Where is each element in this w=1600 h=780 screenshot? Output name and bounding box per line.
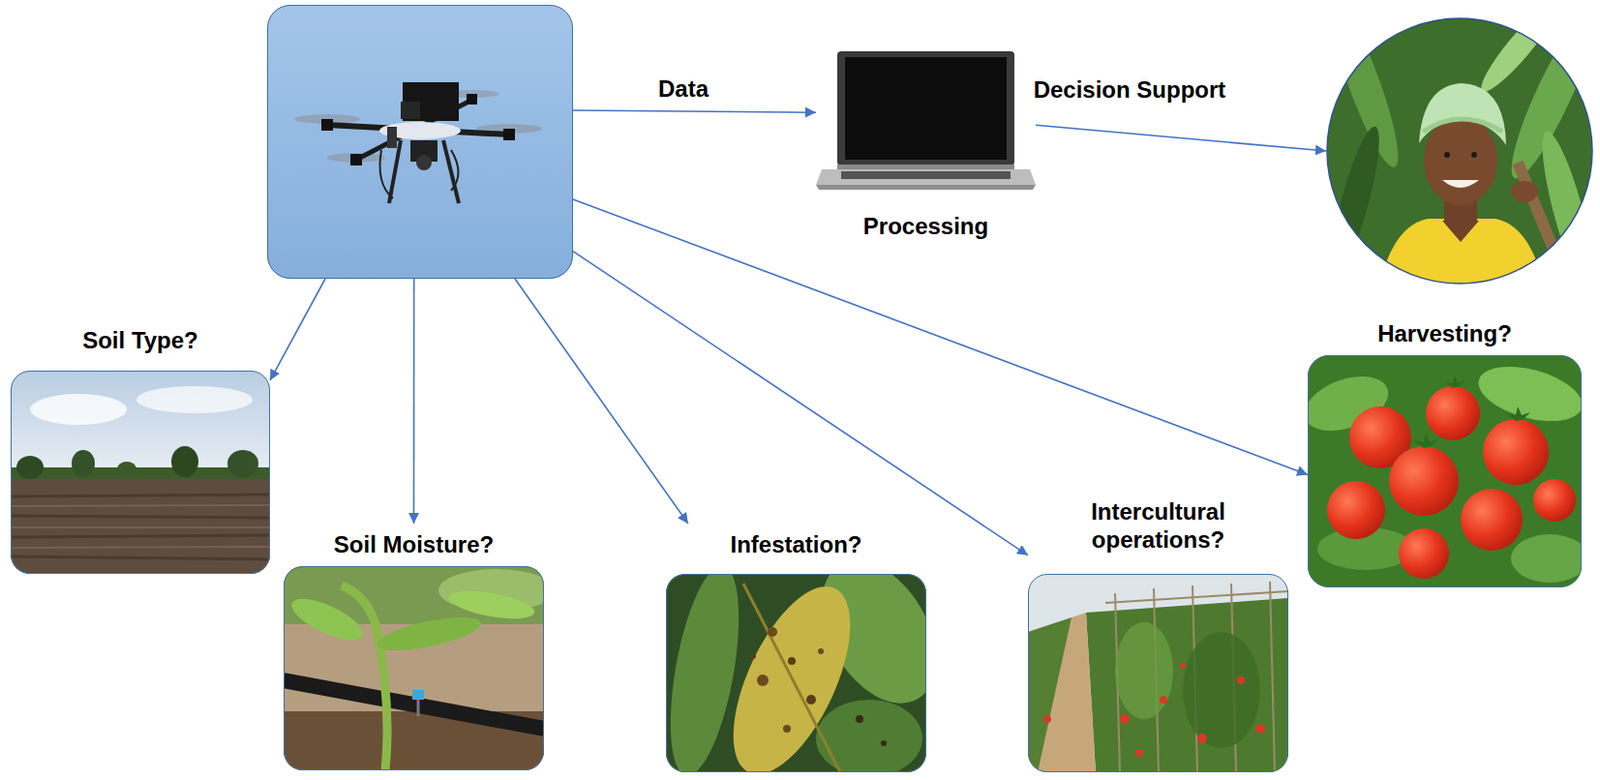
arrow-connector [573,251,1028,556]
box-heading: Harvesting? [1377,320,1512,349]
box-heading: Soil Moisture? [333,531,494,560]
picture-frame [267,4,574,279]
box-heading: Soil Type? [82,327,199,356]
picture-frame [815,51,1036,192]
picture-frame [1326,17,1594,285]
harvesting-box: Harvesting? [1307,312,1582,588]
drone-photo [267,4,574,279]
arrow-connector [573,110,816,113]
edge-label: Decision Support [1030,76,1230,105]
box-heading: Infestation? [730,531,863,560]
picture-frame [665,573,927,773]
box-heading: Processing [863,212,989,242]
laptop-node: Processing [815,51,1036,249]
infested-leaf-photo [665,573,927,773]
picture-frame [283,566,544,771]
arrow-connector [514,278,689,524]
arrow-connector [270,278,326,381]
picture-frame [1307,355,1582,588]
soil-moisture-box: Soil Moisture? [283,523,544,771]
picture-frame [10,370,271,574]
tomato-rows-photo [1027,573,1289,773]
edge-label: Data [655,75,712,104]
tomatoes-photo [1307,355,1582,588]
field-photo [10,370,271,574]
box-heading: Intercultural operations? [1061,498,1256,555]
farmer-circle [1326,17,1594,285]
drip-irrigation-photo [283,566,544,771]
arrow-connector [1035,124,1327,151]
intercultural-box: Intercultural operations? [1027,490,1289,773]
farmer-photo [1326,17,1594,285]
arrow-connector [573,199,1308,476]
arrow-connector [413,278,416,524]
soil-type-box: Soil Type? [10,319,271,574]
drone-box [267,4,574,279]
infestation-box: Infestation? [665,523,927,773]
picture-frame [1027,573,1289,773]
laptop-icon [815,51,1036,192]
